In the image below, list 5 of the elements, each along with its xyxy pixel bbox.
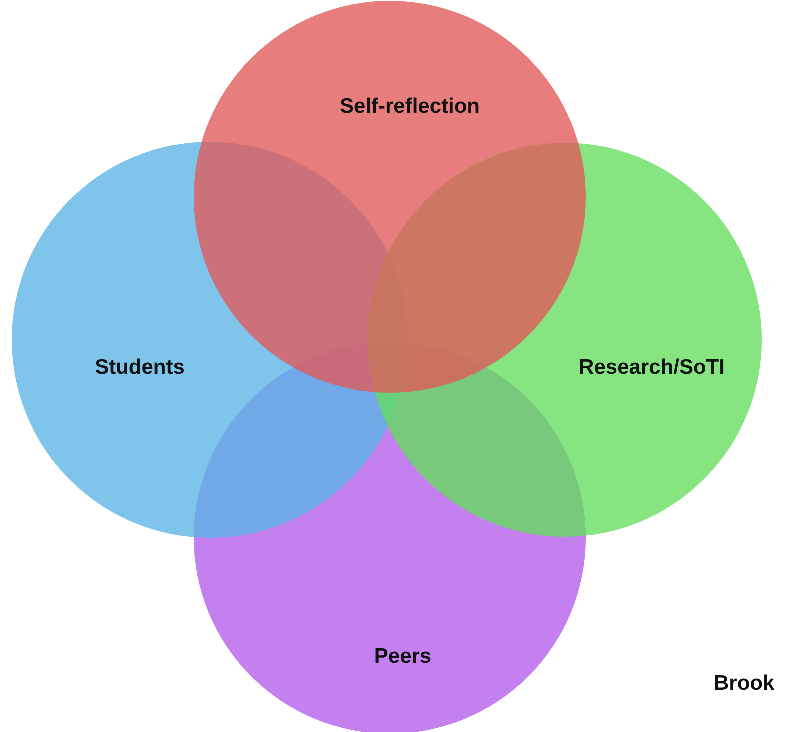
circle-label: Students xyxy=(95,356,185,380)
circle-label: Peers xyxy=(374,645,432,669)
author-note: Brook xyxy=(714,672,775,696)
circle-label: Self-reflection xyxy=(340,95,480,119)
circle-label: Research/SoTI xyxy=(579,356,725,380)
